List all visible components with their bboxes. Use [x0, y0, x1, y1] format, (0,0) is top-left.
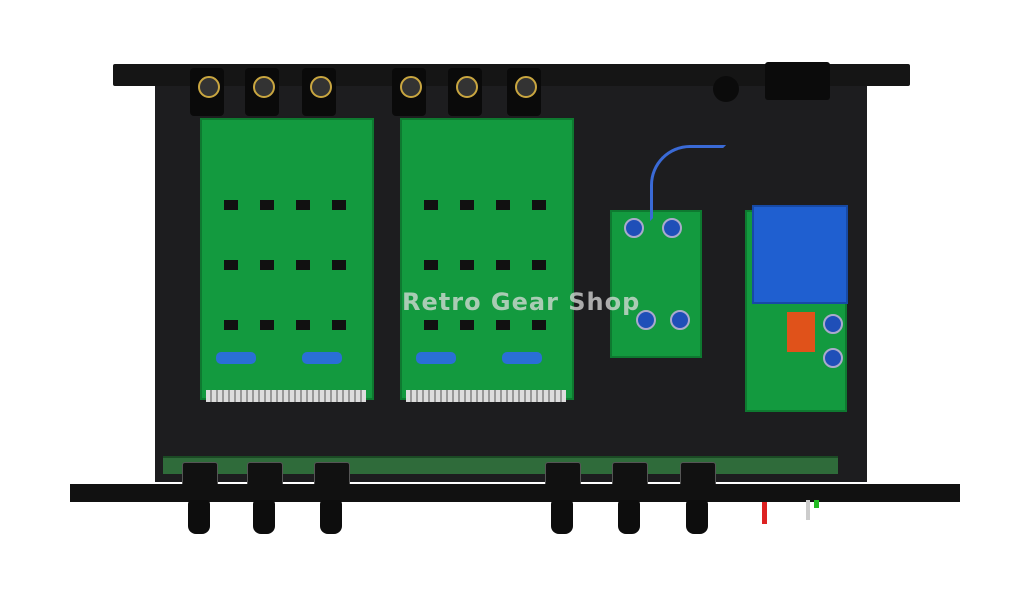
xlr-connector	[245, 68, 279, 116]
xlr-connector	[507, 68, 541, 116]
watermark-text: Retro Gear Shop	[402, 288, 641, 316]
knob[interactable]	[320, 500, 342, 534]
relay	[787, 312, 815, 352]
front-panel	[70, 484, 960, 502]
green-led	[814, 500, 819, 508]
transformer	[752, 205, 848, 304]
xlr-connector	[392, 68, 426, 116]
iec-power-inlet	[765, 62, 830, 100]
xlr-connector	[448, 68, 482, 116]
knob[interactable]	[686, 500, 708, 534]
power-wiring	[650, 145, 726, 221]
knob[interactable]	[618, 500, 640, 534]
knob[interactable]	[253, 500, 275, 534]
channel-board-1	[200, 118, 374, 402]
psu-regulator-board	[610, 210, 702, 358]
xlr-connector	[302, 68, 336, 116]
toggle-switch[interactable]	[806, 500, 810, 520]
channel-board-2	[400, 118, 574, 402]
fuse-holder	[713, 76, 739, 102]
xlr-connector	[190, 68, 224, 116]
knob[interactable]	[551, 500, 573, 534]
knob[interactable]	[188, 500, 210, 534]
red-led	[762, 502, 767, 524]
